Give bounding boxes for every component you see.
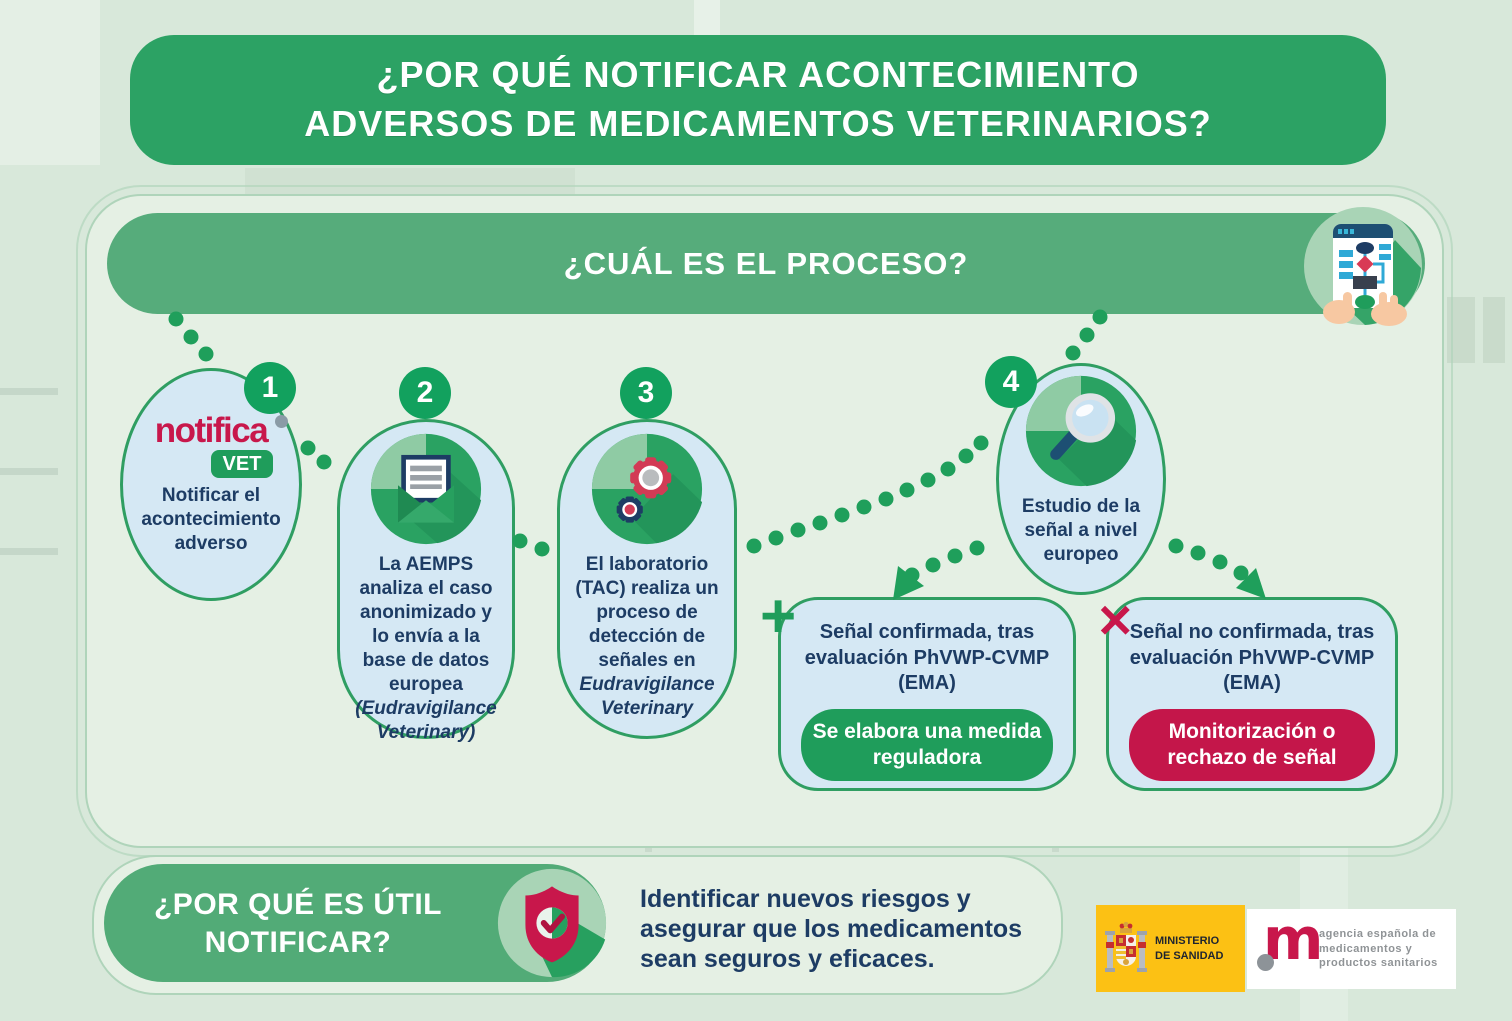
- outcome-confirmed-action: Se elabora una medida reguladora: [801, 708, 1053, 782]
- x-icon: ✕: [1096, 595, 1135, 647]
- step-1-number-badge: 1: [244, 362, 296, 414]
- ministry-line-2: DE SANIDAD: [1155, 949, 1224, 962]
- spain-coat-of-arms-icon: [1105, 921, 1147, 972]
- step-2-text: La AEMPS analiza el caso anonimizado y l…: [355, 554, 497, 743]
- step-2-number-badge: 2: [399, 367, 451, 419]
- step-2-italic-text: (Eudravigilance Veterinary): [355, 697, 497, 743]
- notifica-logo-dot-icon: [275, 415, 288, 428]
- background-shape: [1483, 297, 1505, 363]
- title-line-2: ADVERSOS DE MEDICAMENTOS VETERINARIOS?: [304, 103, 1212, 144]
- footer-question-text: ¿POR QUÉ ES ÚTIL NOTIFICAR?: [153, 888, 443, 959]
- outcome-confirmed-heading: Señal confirmada, tras evaluación PhVWP-…: [804, 621, 1050, 695]
- outcome-rejected-box: Señal no confirmada, tras evaluación PhV…: [1106, 597, 1398, 791]
- aemps-text: agencia española de medicamentos y produ…: [1319, 927, 1438, 972]
- outcome-rejected-heading: Señal no confirmada, tras evaluación PhV…: [1129, 621, 1375, 695]
- footer-answer-text: Identificar nuevos riesgos y asegurar qu…: [640, 885, 1023, 973]
- step-2-bubble: La AEMPS analiza el caso anonimizado y l…: [337, 419, 515, 743]
- step-3-number-badge: 3: [620, 367, 672, 419]
- step-4-number-badge: 4: [985, 356, 1037, 408]
- background-shape: [0, 388, 58, 395]
- ministry-line-1: MINISTERIO: [1155, 935, 1220, 948]
- plus-icon: +: [760, 582, 797, 651]
- step-4-text: Estudio de la señal a nivel europeo: [1021, 496, 1141, 565]
- envelope-icon: [370, 433, 482, 545]
- aemps-line-2: medicamentos y: [1319, 942, 1413, 955]
- title-line-1: ¿POR QUÉ NOTIFICAR ACONTECIMIENTO: [376, 54, 1140, 96]
- aemps-line-3: productos sanitarios: [1319, 957, 1438, 970]
- notifica-wordmark: notifica: [154, 411, 269, 450]
- process-header: ¿CUÁL ES EL PROCESO?: [107, 213, 1425, 314]
- aemps-logo: m agencia española de medicamentos y pro…: [1247, 905, 1456, 989]
- gears-icon: [591, 433, 703, 545]
- background-shape: [1447, 297, 1475, 363]
- tablet-flowchart-icon: [1303, 206, 1423, 326]
- vet-badge: VET: [210, 450, 274, 478]
- title-banner: ¿POR QUÉ NOTIFICAR ACONTECIMIENTO ADVERS…: [130, 35, 1386, 165]
- aemps-line-1: agencia española de: [1319, 927, 1437, 940]
- shield-check-icon: [497, 868, 607, 978]
- background-shape: [694, 0, 720, 36]
- step-3-text: El laboratorio (TAC) realiza un proceso …: [575, 554, 719, 719]
- background-shape: [0, 0, 100, 165]
- notifica-vet-logo: notifica VET: [136, 411, 288, 478]
- ministry-text: MINISTERIO DE SANIDAD: [1155, 934, 1223, 963]
- magnifier-icon: [1025, 375, 1137, 487]
- aemps-monogram-icon: m: [1257, 905, 1323, 977]
- background-shape: [0, 548, 58, 555]
- background-shape: [0, 468, 58, 475]
- ministry-logo: MINISTERIO DE SANIDAD: [1096, 905, 1245, 992]
- outcome-confirmed-box: Señal confirmada, tras evaluación PhVWP-…: [778, 597, 1076, 791]
- step-3-bubble: El laboratorio (TAC) realiza un proceso …: [557, 419, 737, 739]
- step-1-text: Notificar el acontecimiento adverso: [141, 485, 281, 554]
- process-header-title: ¿CUÁL ES EL PROCESO?: [563, 245, 969, 281]
- step-3-italic-text: Eudravigilance Veterinary: [579, 673, 715, 719]
- outcome-rejected-action: Monitorización o rechazo de señal: [1129, 708, 1375, 782]
